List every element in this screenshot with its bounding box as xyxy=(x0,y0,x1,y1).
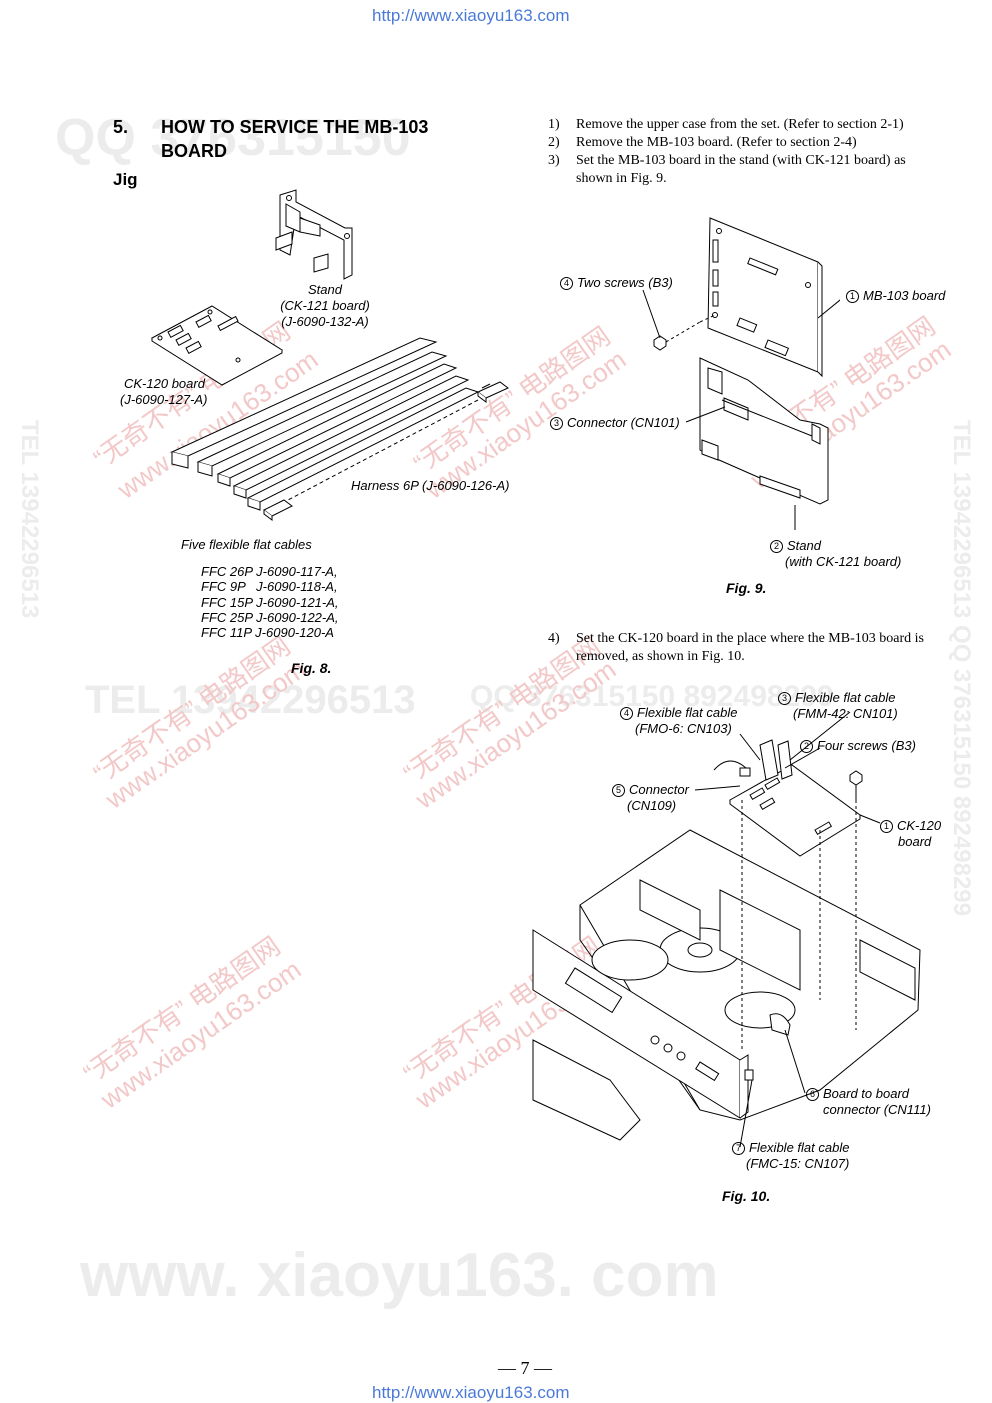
label-text-line2: (FMO-6: CN103) xyxy=(635,721,732,736)
fig9-mb103-label: 1 MB-103 board xyxy=(846,288,945,304)
fig9-connector-label: 3 Connector (CN101) xyxy=(550,415,680,431)
fig10-ffc-fmm-label: 3 Flexible flat cable (FMM-42: CN101) xyxy=(778,690,898,722)
stand-label: Stand (CK-121 board) (J-6090-132-A) xyxy=(275,282,375,330)
ck120-board-drawing xyxy=(151,305,283,386)
label-text: Flexible flat cable xyxy=(749,1140,850,1155)
label-text-line2: connector (CN111) xyxy=(823,1102,931,1117)
fig8-drawing xyxy=(151,189,509,521)
watermark-bottom: www. xiaoyu163. com xyxy=(80,1241,719,1310)
label-text: Stand xyxy=(787,538,821,553)
number-circle: 6 xyxy=(806,1088,819,1101)
label-text: Flexible flat cable xyxy=(637,705,738,720)
step-text: Remove the upper case from the set. (Ref… xyxy=(576,117,904,132)
label-text: Four screws (B3) xyxy=(817,738,916,753)
step-text: Set the CK-120 board in the place where … xyxy=(576,631,924,646)
fig10-caption: Fig. 10. xyxy=(722,1188,771,1204)
watermark-qq-mid: QQ 376315150 892498299 xyxy=(470,680,834,713)
footer-url-link[interactable]: http://www.xiaoyu163.com xyxy=(372,1383,570,1402)
harness-drawing xyxy=(263,381,509,521)
step-text: Set the MB-103 board in the stand (with … xyxy=(576,153,906,168)
fig9-two-screws-label: 4 Two screws (B3) xyxy=(560,275,673,291)
step-number: 1) xyxy=(548,117,560,132)
stand-label-line1: Stand xyxy=(308,282,342,297)
number-circle: 3 xyxy=(778,692,791,705)
section-title-line1: HOW TO SERVICE THE MB-103 xyxy=(161,117,429,137)
ffc-list: FFC 26P J-6090-117-A, FFC 9P J-6090-118-… xyxy=(201,564,339,640)
screw-drawing xyxy=(653,314,716,351)
fig10-drawing xyxy=(532,711,921,1148)
watermark-qq-top: QQ 376315150 xyxy=(55,109,411,167)
mb103-board-drawing xyxy=(707,217,819,373)
step-text: Remove the MB-103 board. (Refer to secti… xyxy=(576,135,857,150)
ffc-item: FFC 9P J-6090-118-A, xyxy=(201,579,338,595)
section-number: 5. xyxy=(113,117,129,137)
step-number: 4) xyxy=(548,631,560,646)
number-circle: 4 xyxy=(620,707,633,720)
step-text-cont: removed, as shown in Fig. 10. xyxy=(576,649,745,664)
label-text: Flexible flat cable xyxy=(795,690,896,705)
label-text: MB-103 board xyxy=(863,288,946,303)
step-number: 2) xyxy=(548,135,560,150)
step-item: 4) Set the CK-120 board in the place whe… xyxy=(548,630,948,666)
label-text: CK-120 xyxy=(897,818,942,833)
stand-label-line2: (CK-121 board) xyxy=(280,298,370,313)
ck120-label: CK-120 board (J-6090-127-A) xyxy=(120,376,207,408)
ffc-item: FFC 25P J-6090-122-A, xyxy=(201,609,339,625)
steps-list-a: 1) Remove the upper case from the set. (… xyxy=(548,116,948,188)
label-text-line2: board xyxy=(898,834,932,849)
disc-tray-drawing xyxy=(532,1039,641,1141)
ffc-item: FFC 26P J-6090-117-A, xyxy=(201,564,338,579)
jig-label: Jig xyxy=(113,170,138,189)
number-circle: 1 xyxy=(880,820,893,833)
fig10-ffc-fmo-label: 4 Flexible flat cable (FMO-6: CN103) xyxy=(620,705,737,737)
fig9-stand-label: 2 Stand (with CK-121 board) xyxy=(770,538,901,570)
ck120-label-line1: CK-120 board xyxy=(124,376,205,391)
number-circle: 2 xyxy=(770,540,783,553)
fig10-four-screws-label: 2 Four screws (B3) xyxy=(800,738,916,754)
label-text: Connector (CN101) xyxy=(567,415,680,430)
number-circle: 2 xyxy=(800,740,813,753)
step-item: 2) Remove the MB-103 board. (Refer to se… xyxy=(548,134,948,152)
fig10-ck120-label: 1 CK-120 board xyxy=(880,818,941,850)
number-circle: 4 xyxy=(560,277,573,290)
step-number: 3) xyxy=(548,153,560,168)
label-text: Connector xyxy=(629,782,689,797)
label-text-line2: (CN109) xyxy=(627,798,677,813)
fig8-caption: Fig. 8. xyxy=(291,660,332,676)
watermark-side-left: TEL 13942296513 xyxy=(16,420,43,619)
fig10-b2b-label: 6 Board to board connector (CN111) xyxy=(806,1086,931,1118)
label-text-line2: (FMC-15: CN107) xyxy=(746,1156,850,1171)
ffc-item: FFC 15P J-6090-121-A, xyxy=(201,594,339,610)
page-number: — 7 — xyxy=(498,1358,552,1378)
flat-cables-drawing xyxy=(170,337,480,511)
number-circle: 7 xyxy=(732,1142,745,1155)
watermark-tel-mid: TEL 13942296513 xyxy=(85,678,416,722)
fig10-ffc-fmc-label: 7 Flexible flat cable (FMC-15: CN107) xyxy=(732,1140,849,1172)
section-title-line2: BOARD xyxy=(161,141,227,161)
fig9-drawing xyxy=(642,217,840,530)
ffc-heading: Five flexible flat cables xyxy=(181,537,312,552)
fig10-connector-label: 5 Connector (CN109) xyxy=(612,782,689,814)
number-circle: 5 xyxy=(612,784,625,797)
step-item: 3) Set the MB-103 board in the stand (wi… xyxy=(548,152,948,188)
ffc-item: FFC 11P J-6090-120-A xyxy=(201,625,334,641)
label-text: Board to board xyxy=(823,1086,910,1101)
label-text-line2: (with CK-121 board) xyxy=(785,554,902,569)
ck120-label-line2: (J-6090-127-A) xyxy=(120,392,208,407)
step-item: 1) Remove the upper case from the set. (… xyxy=(548,116,948,134)
harness-label: Harness 6P (J-6090-126-A) xyxy=(351,478,510,493)
step-text-cont: shown in Fig. 9. xyxy=(576,171,667,186)
fig9-caption: Fig. 9. xyxy=(726,580,767,596)
number-circle: 1 xyxy=(846,290,859,303)
label-text-line2: (FMM-42: CN101) xyxy=(793,706,898,721)
steps-list-b: 4) Set the CK-120 board in the place whe… xyxy=(548,630,948,666)
stand-label-line3: (J-6090-132-A) xyxy=(281,314,369,329)
number-circle: 3 xyxy=(550,417,563,430)
label-text: Two screws (B3) xyxy=(577,275,673,290)
watermark-side-right: TEL 13942296513 QQ 376315150 892498299 xyxy=(948,420,975,916)
stand-jig-drawing xyxy=(275,189,353,280)
header-url-link[interactable]: http://www.xiaoyu163.com xyxy=(372,6,570,25)
